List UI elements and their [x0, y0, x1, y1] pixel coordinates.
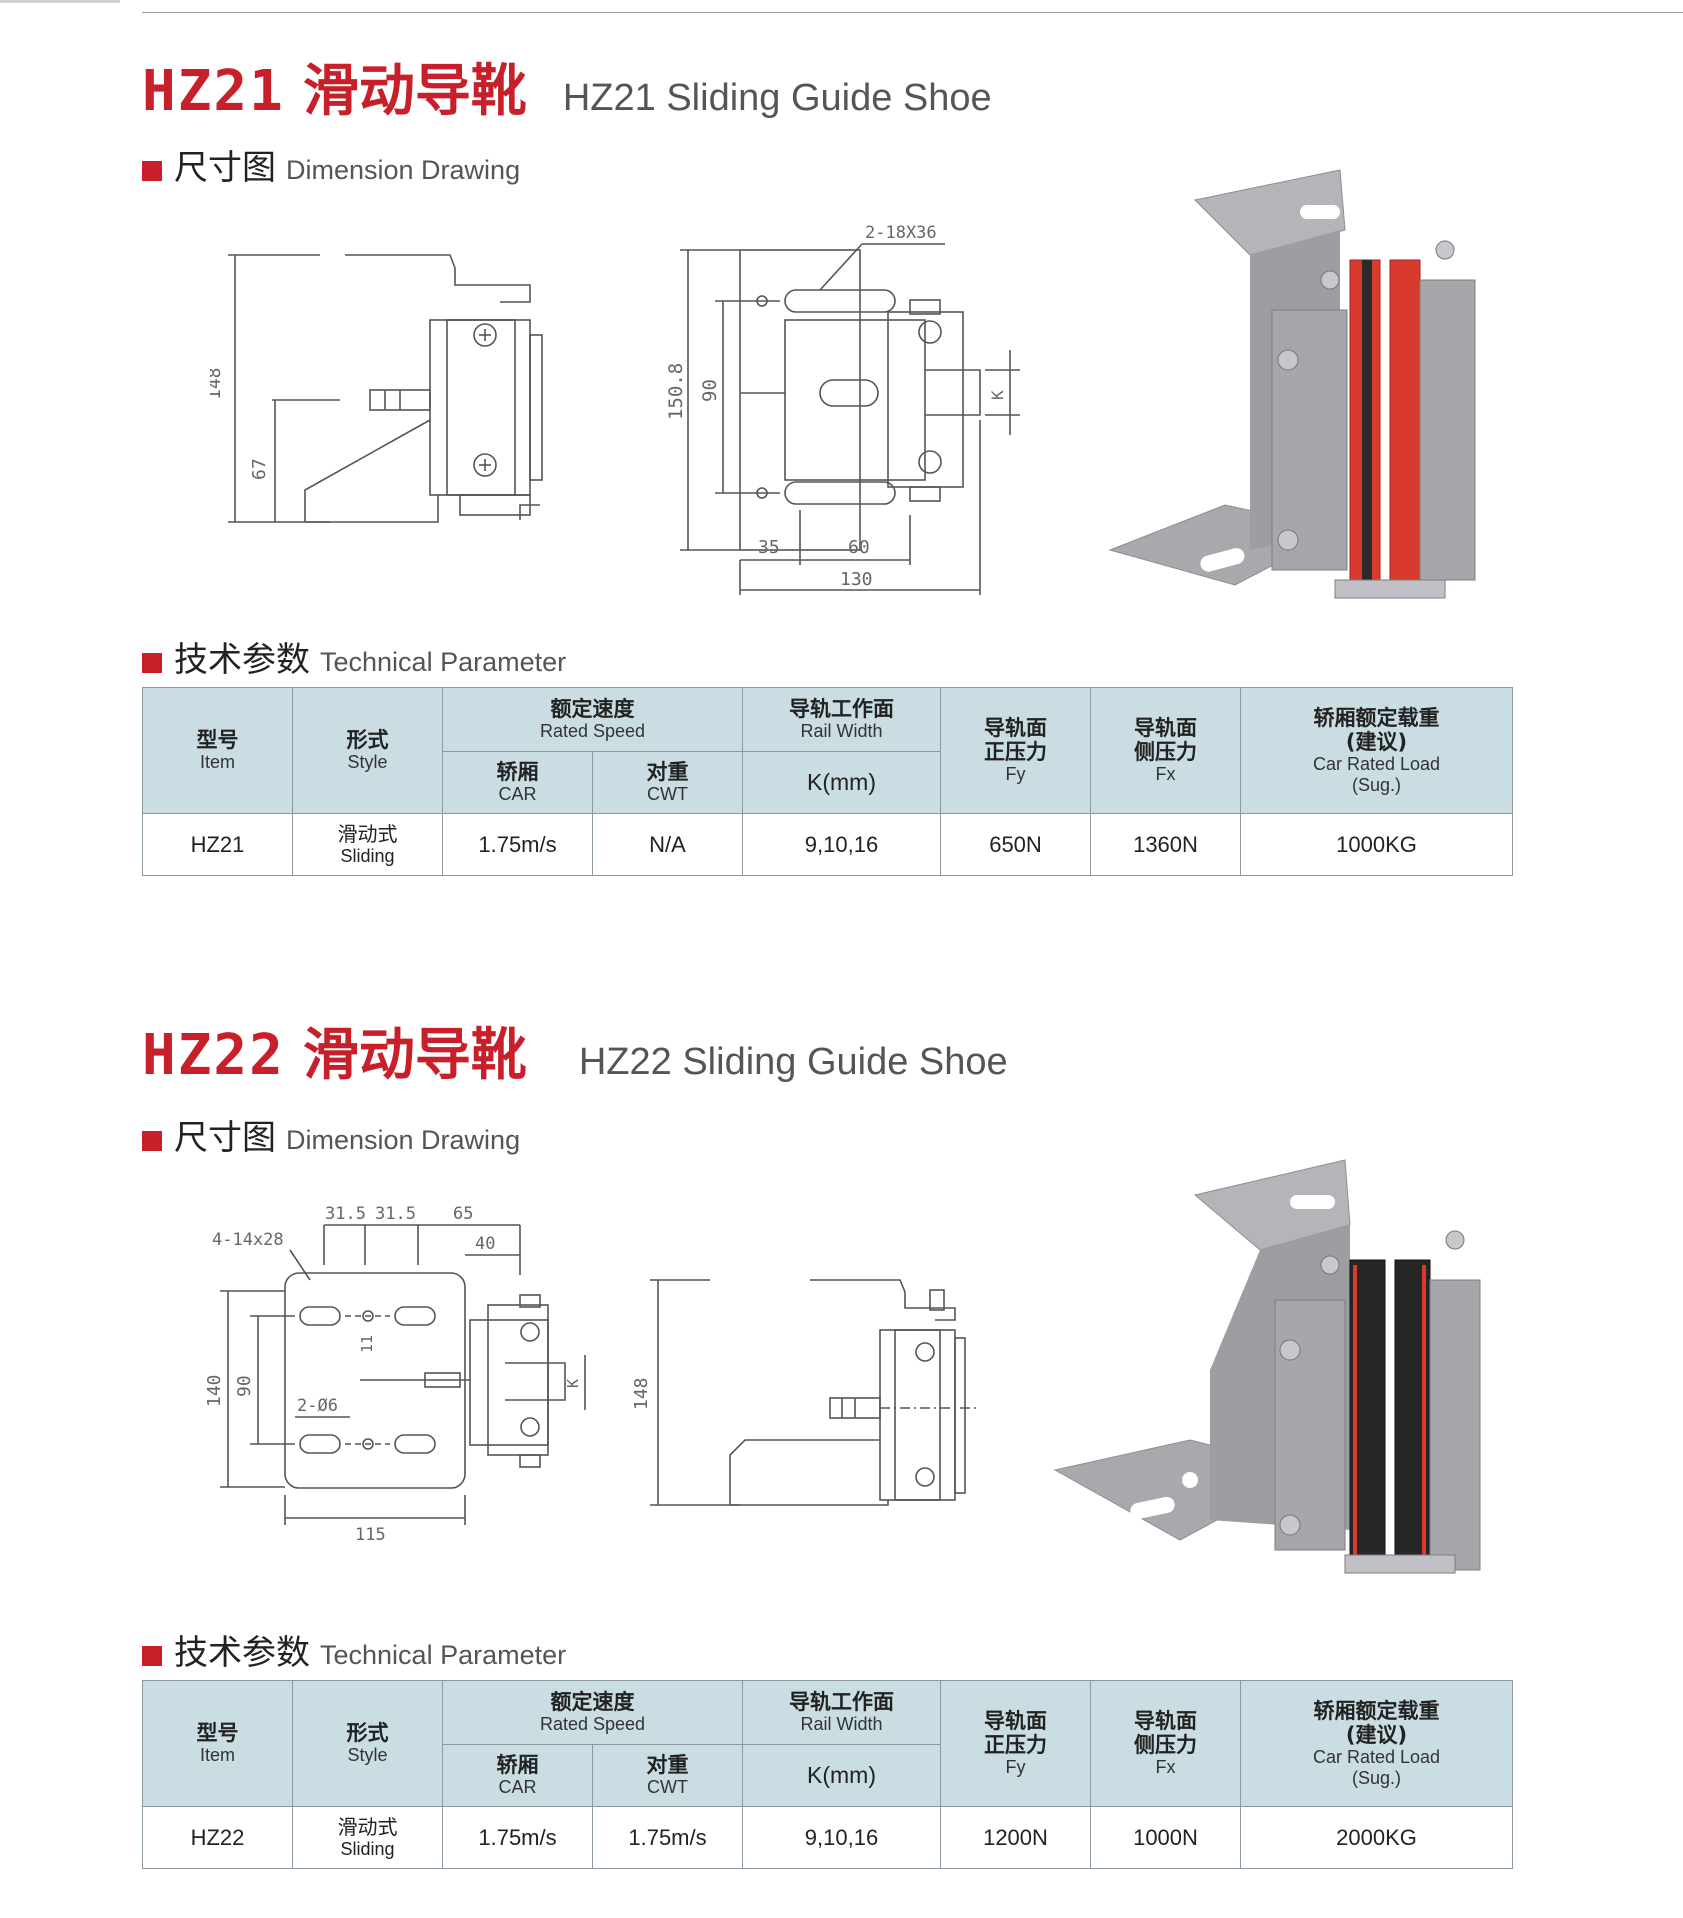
dim-side-offset: 67	[249, 458, 270, 480]
cell-car: 1.75m/s	[442, 1806, 593, 1869]
model-code: HZ21	[142, 59, 285, 124]
cell-item: HZ22	[142, 1806, 293, 1869]
dim-d2: 31.5	[375, 1204, 416, 1224]
dim-front-height: 150.8	[665, 363, 687, 420]
section-title-hz21: HZ21 滑动导靴 HZ21 Sliding Guide Shoe	[142, 46, 992, 127]
dimension-en: Dimension Drawing	[286, 1125, 521, 1155]
dim-k: K	[988, 390, 1007, 400]
title-en: HZ22 Sliding Guide Shoe	[578, 1041, 1008, 1083]
hz21-side-view-drawing: 148 67	[210, 254, 543, 523]
dim-k: K	[564, 1379, 582, 1388]
dim-w2: 60	[848, 537, 870, 558]
param-zh: 技术参数	[174, 640, 310, 680]
param-en: Technical Parameter	[320, 1640, 567, 1670]
param-en: Technical Parameter	[320, 647, 567, 677]
cell-fx: 1000N	[1090, 1806, 1241, 1869]
dim-width: 115	[355, 1525, 386, 1545]
dim-d1: 31.5	[325, 1204, 366, 1224]
red-square-icon	[142, 1646, 162, 1666]
param-heading-hz22: 技术参数 Technical Parameter	[142, 1625, 566, 1674]
dim-side-height: 148	[631, 1377, 652, 1410]
param-heading-hz21: 技术参数 Technical Parameter	[142, 632, 566, 681]
cell-fy: 650N	[940, 813, 1091, 876]
dimension-en: Dimension Drawing	[286, 155, 521, 185]
title-zh: 滑动导靴	[302, 59, 527, 124]
dimension-zh: 尺寸图	[174, 148, 276, 188]
cell-fy: 1200N	[940, 1806, 1091, 1869]
red-square-icon	[142, 161, 162, 181]
title-zh: 滑动导靴	[302, 1023, 527, 1088]
dim-d3: 65	[453, 1204, 473, 1224]
dim-h-total: 140	[204, 1374, 225, 1407]
dim-slot: 2-18X36	[865, 223, 937, 243]
section-title-hz22: HZ22 滑动导靴 HZ22 Sliding Guide Shoe	[142, 1010, 1008, 1091]
top-divider	[142, 12, 1683, 13]
dim-side-height: 148	[210, 367, 225, 400]
cell-load: 1000KG	[1240, 813, 1513, 876]
dim-d4: 40	[475, 1234, 495, 1254]
red-square-icon	[142, 653, 162, 673]
header-load: 轿厢额定载重(建议)Car Rated Load(Sug.)	[1240, 687, 1513, 814]
cell-car: 1.75m/s	[442, 813, 593, 876]
cell-k: 9,10,16	[742, 1806, 941, 1869]
hz22-side-view-drawing: 148	[631, 1279, 980, 1506]
cell-k: 9,10,16	[742, 813, 941, 876]
param-zh: 技术参数	[174, 1633, 310, 1673]
dim-h-inner: 90	[234, 1375, 255, 1397]
cell-item: HZ21	[142, 813, 293, 876]
cell-load: 2000KG	[1240, 1806, 1513, 1869]
red-square-icon	[142, 1131, 162, 1151]
header-k: K(mm)	[742, 751, 941, 814]
header-k: K(mm)	[742, 1744, 941, 1807]
dim-w-total: 130	[840, 569, 873, 590]
dimension-heading-hz21: 尺寸图 Dimension Drawing	[142, 140, 520, 189]
cell-cwt: 1.75m/s	[592, 1806, 743, 1869]
top-accent-bar	[0, 0, 120, 3]
hz22-product-image	[1053, 1159, 1481, 1574]
hz21-front-view-drawing: 2-18X36 150.8 90 K 35 60 130	[665, 223, 1020, 595]
dimension-heading-hz22: 尺寸图 Dimension Drawing	[142, 1110, 520, 1159]
model-code: HZ22	[142, 1023, 285, 1088]
cell-fx: 1360N	[1090, 813, 1241, 876]
title-en: HZ21 Sliding Guide Shoe	[562, 77, 992, 119]
dim-front-inner: 90	[699, 379, 721, 402]
dim-w1: 35	[758, 537, 780, 558]
dim-slot: 4-14x28	[212, 1230, 284, 1250]
cell-cwt: N/A	[592, 813, 743, 876]
hz21-product-image	[1108, 169, 1476, 599]
dim-hole: 2-Ø6	[297, 1396, 338, 1416]
dim-h-small: 11	[358, 1335, 376, 1353]
header-load: 轿厢额定载重(建议)Car Rated Load(Sug.)	[1240, 1680, 1513, 1807]
dimension-zh: 尺寸图	[174, 1118, 276, 1158]
hz22-front-view-drawing: 31.5 31.5 65 40 4-14x28 K 140 90 11 2-Ø6…	[204, 1204, 586, 1545]
